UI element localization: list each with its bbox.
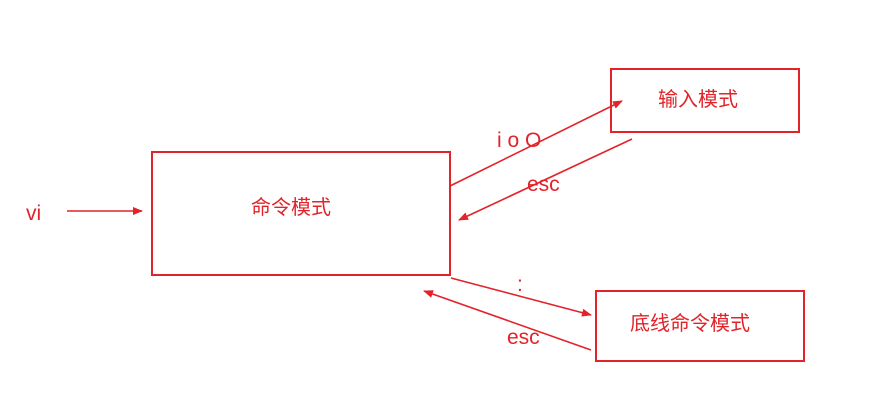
to-insert-label: i o O [497, 129, 541, 152]
to-last-line-label: : [517, 273, 523, 296]
from-insert-label: esc [527, 173, 560, 196]
from-last-line-arrow [423, 290, 592, 351]
from-insert-arrow [458, 138, 633, 221]
to-insert-arrow [449, 100, 623, 187]
from-last-line-label: esc [507, 326, 540, 349]
last-line-mode-box [595, 290, 805, 362]
insert-mode-label: 输入模式 [658, 87, 738, 111]
last-line-mode-label: 底线命令模式 [630, 311, 750, 335]
vi-label: vi [26, 202, 41, 225]
insert-mode-box [610, 68, 800, 133]
command-mode-label: 命令模式 [251, 195, 331, 219]
command-mode-box [151, 151, 451, 276]
to-last-line-arrow [450, 277, 592, 317]
